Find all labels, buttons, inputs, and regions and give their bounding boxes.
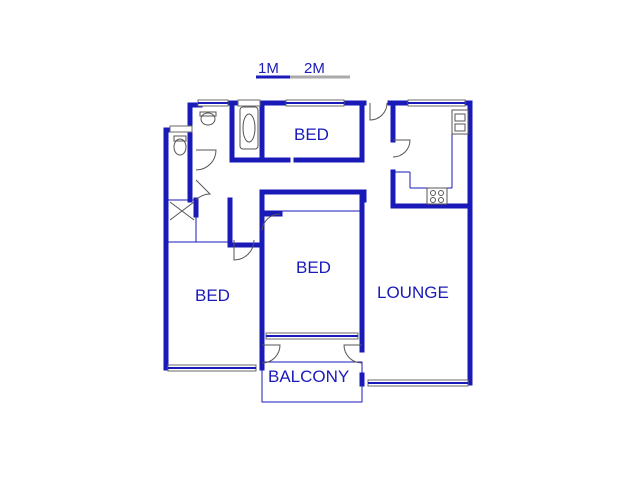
room-label-balcony: BALCONY [268, 367, 350, 386]
scale-label-2m: 2M [304, 60, 325, 77]
bath-fixtures [169, 106, 259, 221]
doors [195, 102, 411, 364]
thin-lines [167, 110, 453, 403]
room-label-lounge: LOUNGE [377, 283, 449, 302]
room-label-bed-left: BED [195, 286, 230, 305]
walls [163, 100, 473, 387]
kitchen-fixtures [426, 109, 469, 205]
scale-label-1m: 1M [258, 60, 279, 77]
room-label-bed-top: BED [294, 125, 329, 144]
room-label-bed-center: BED [296, 258, 331, 277]
